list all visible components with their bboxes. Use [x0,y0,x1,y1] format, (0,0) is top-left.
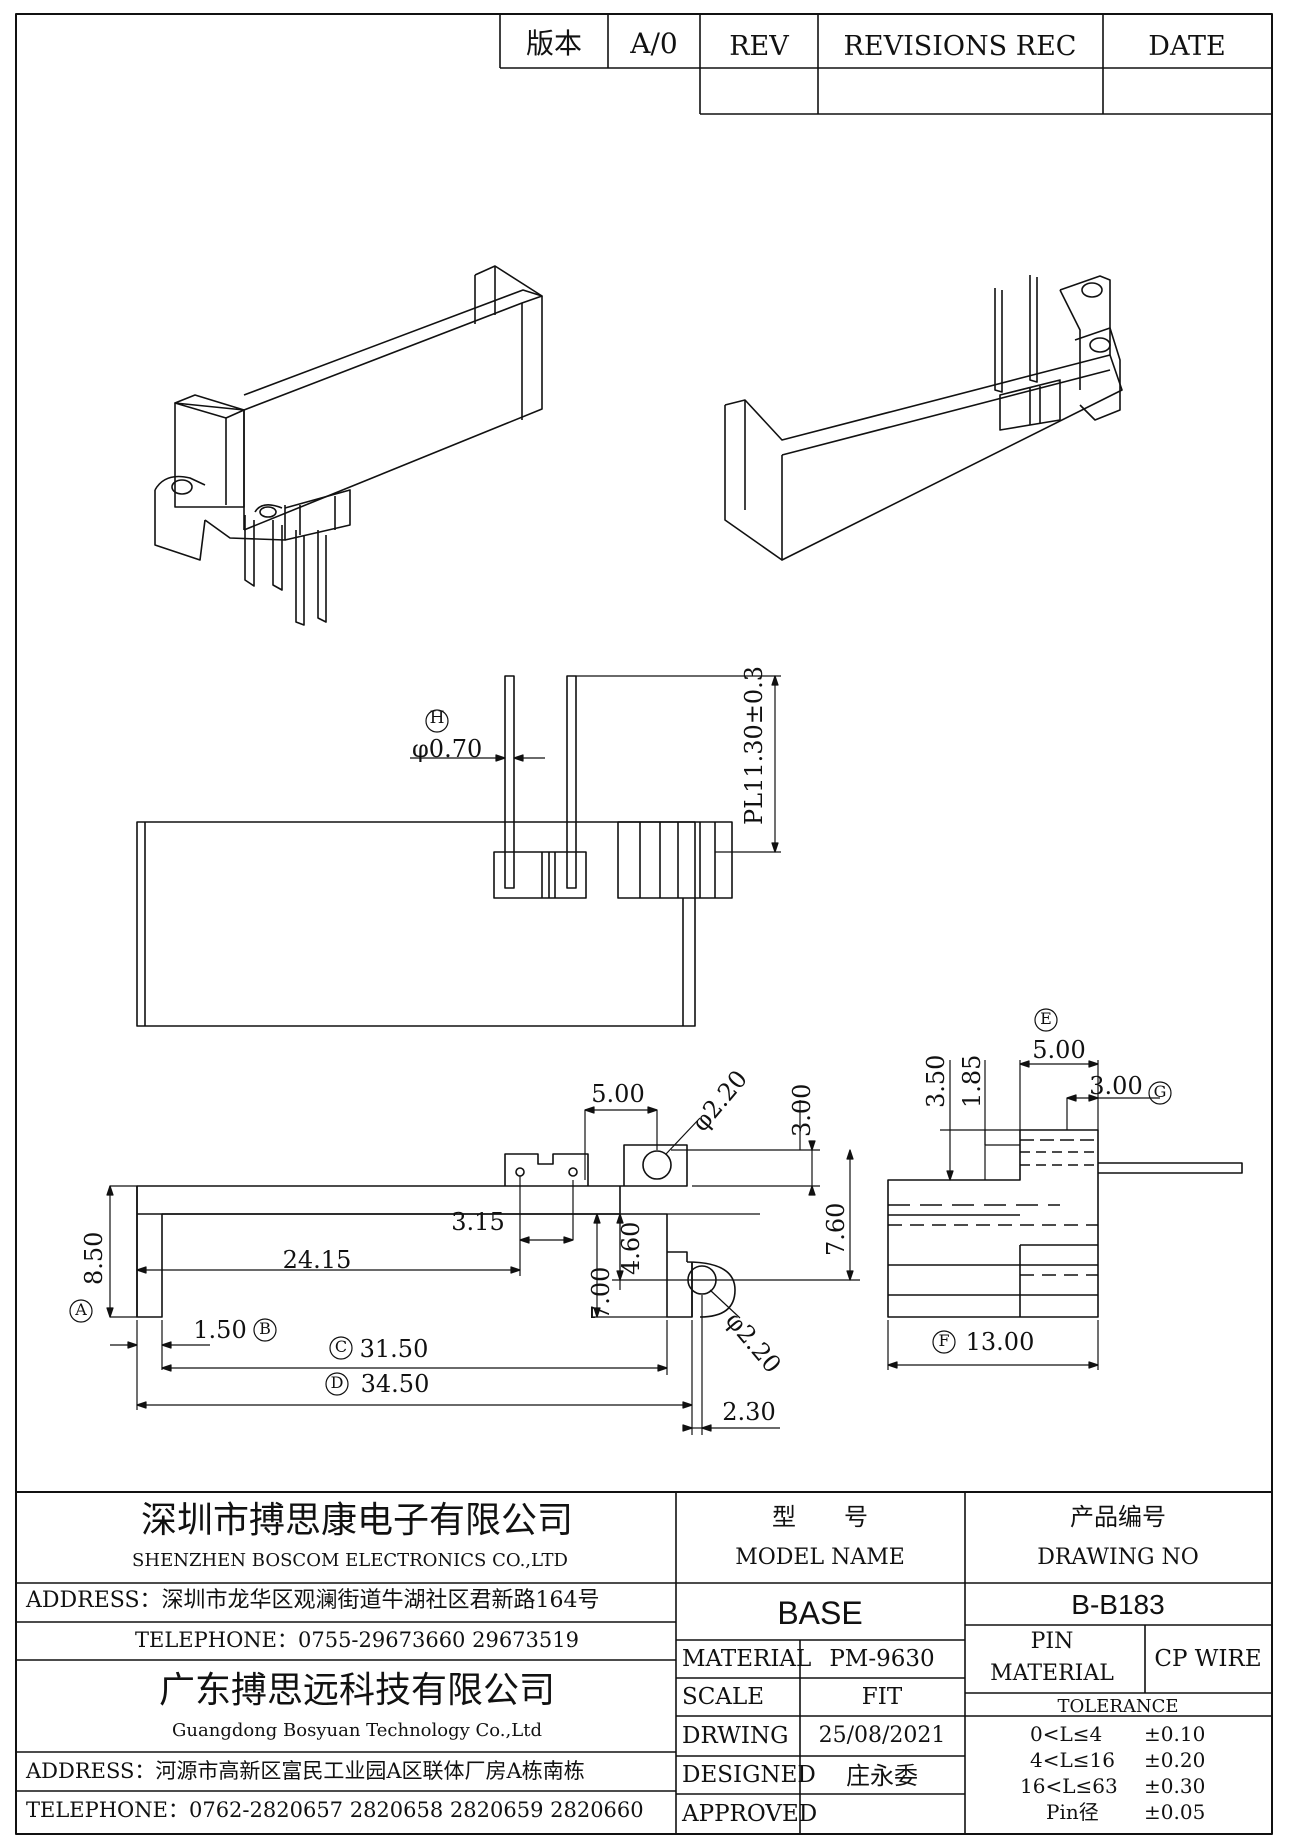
scale-value: FIT [861,1684,903,1710]
drawing-no-cn: 产品编号 [1070,1503,1166,1531]
marker-circles [69,709,1172,1396]
side-dim-13-00: 13.00 [965,1328,1035,1356]
tolerance-label: TOLERANCE [1057,1696,1179,1717]
dim-2-30: 2.30 [722,1398,776,1426]
marker-h: H [429,708,445,728]
pin-diameter-dim: φ0.70 [412,735,483,763]
dim-24-15: 24.15 [282,1246,352,1274]
version-value: A/0 [630,27,678,60]
drawing-no-en: DRAWING NO [1037,1545,1199,1570]
company-name-cn: 深圳市搏思康电子有限公司 [140,1500,574,1541]
company2-name-en: Guangdong Bosyuan Technology Co.,Ltd [172,1720,542,1741]
dim-3-15: 3.15 [451,1208,505,1236]
company2-name-cn: 广东搏思远科技有限公司 [158,1670,556,1711]
material-value: PM-9630 [829,1646,935,1672]
tolerance-value: ±0.10 [1144,1722,1206,1746]
approved-label: APPROVED [682,1801,818,1827]
marker-c: C [334,1337,348,1356]
side-dim-3-50: 3.50 [922,1054,950,1108]
revisions-header: REVISIONS REC [843,31,1077,62]
date-header: DATE [1148,31,1226,62]
rev-header: REV [729,31,789,62]
side-dim-3-00: 3.00 [1089,1072,1143,1100]
drawing-no-value: B-B183 [1071,1589,1165,1620]
scale-label: SCALE [682,1684,765,1710]
tolerance-range: 16<L≤63 [1020,1774,1118,1798]
dim-31-50: 31.50 [359,1335,429,1363]
designed-value: 庄永委 [846,1762,918,1790]
model-name-value: BASE [777,1595,863,1631]
telephone-2: TELEPHONE：0762-2820657 2820658 2820659 2… [26,1798,644,1822]
dim-1-50: 1.50 [193,1316,247,1344]
address-1: ADDRESS：深圳市龙华区观澜街道牛湖社区君新路164号 [26,1588,600,1613]
side-view-dimensions [887,1060,1160,1370]
model-name-cn: 型 号 [772,1503,868,1531]
dim-height-7-60: 7.60 [822,1202,850,1256]
title-block-lines [16,1491,1272,1834]
dim-top-width: 5.00 [591,1080,645,1108]
pin-length-dim: PL11.30±0.3 [740,665,768,825]
designed-label: DESIGNED [682,1762,816,1788]
model-name-en: MODEL NAME [735,1545,905,1570]
tolerance-range: 0<L≤4 [1030,1722,1103,1746]
side-dim-1-85: 1.85 [958,1054,986,1108]
marker-b: B [259,1319,271,1338]
marker-a: A [75,1300,87,1319]
marker-g: G [1153,1082,1167,1101]
top-view-dimensions [106,1100,860,1435]
front-view-dimensions [410,675,781,853]
dim-34-50: 34.50 [360,1370,430,1398]
dim-4-60: 4.60 [617,1221,645,1275]
telephone-1: TELEPHONE：0755-29673660 29673519 [135,1628,579,1652]
pin-material-label-2: MATERIAL [990,1661,1114,1686]
drawing-label: DRWING [682,1723,789,1749]
dim-height-3: 3.00 [788,1083,816,1137]
side-view [887,1129,1243,1318]
front-view [136,675,733,1027]
version-label: 版本 [525,27,583,60]
marker-f: F [938,1331,950,1350]
drawing-date: 25/08/2021 [818,1723,946,1748]
tolerance-range: Pin径 [1046,1800,1099,1824]
dim-8-50: 8.50 [80,1231,108,1285]
tolerance-value: ±0.30 [1144,1774,1206,1798]
sheet-border [15,13,1273,1835]
dim-7-00: 7.00 [587,1266,615,1320]
material-label: MATERIAL [682,1646,812,1672]
pin-material-value: CP WIRE [1154,1646,1262,1672]
company-name-en: SHENZHEN BOSCOM ELECTRONICS CO.,LTD [132,1550,568,1571]
top-view [136,1144,736,1318]
address-2: ADDRESS：河源市高新区富民工业园A区联体厂房A栋南栋 [26,1759,585,1783]
tolerance-range: 4<L≤16 [1030,1748,1115,1772]
marker-d: D [330,1373,344,1392]
isometric-view-front [154,265,543,626]
isometric-view-back [724,275,1123,561]
marker-e: E [1040,1009,1052,1028]
tolerance-value: ±0.20 [1144,1748,1206,1772]
pin-material-label-1: PIN [1030,1629,1074,1654]
tolerance-value: ±0.05 [1144,1800,1206,1824]
revision-table-lines [499,14,1272,115]
side-dim-5-00: 5.00 [1032,1036,1086,1064]
